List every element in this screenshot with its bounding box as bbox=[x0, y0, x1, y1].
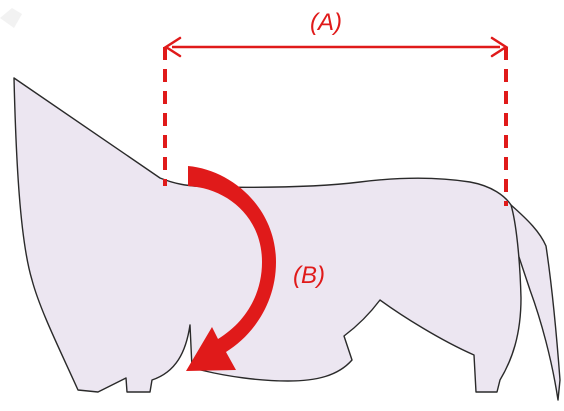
horse-tail bbox=[510, 204, 561, 401]
watermark-mark bbox=[0, 8, 22, 28]
girth-arrow bbox=[186, 166, 276, 371]
label-a: (A) bbox=[310, 9, 342, 36]
label-b: (B) bbox=[293, 262, 325, 289]
